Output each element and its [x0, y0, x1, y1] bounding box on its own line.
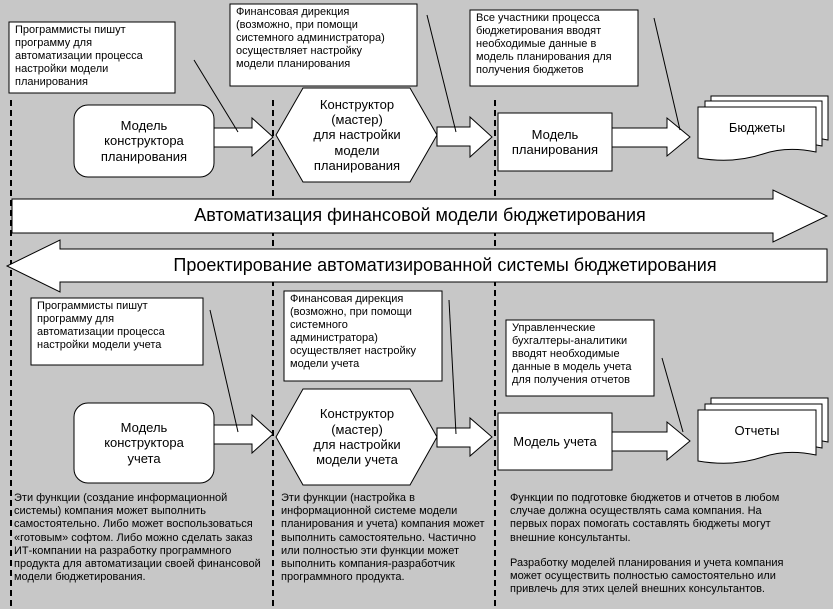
top-model-constructor-label: Модель конструктора планирования	[100, 118, 188, 164]
automation-arrow	[11, 189, 829, 243]
reports-label: Отчеты	[734, 423, 780, 439]
bottom-accounting-model-box	[497, 412, 613, 471]
bottom-note-programmers-text: Программисты пишут программу для автомат…	[37, 300, 165, 351]
bottom-documents-icon	[697, 397, 829, 464]
top-planning-model-box	[497, 112, 613, 172]
top-note-fin-directorate-text: Финансовая дирекция (возможно, при помощ…	[236, 6, 385, 70]
budgets-label: Бюджеты	[728, 120, 786, 136]
bottom-note-accountants-text: Управленческие бухгалтеры-аналитики ввод…	[512, 322, 632, 386]
bottom-row	[30, 290, 829, 486]
bottom-note-fin-directorate	[283, 290, 443, 382]
bottom-note-accountants	[505, 319, 655, 397]
bottom-flow-arrow-2	[436, 416, 493, 458]
description-column-3b: Разработку моделей планирования и учета …	[510, 557, 784, 596]
top-flow-arrow-1	[213, 116, 274, 158]
top-note-participants	[469, 9, 639, 87]
top-row	[8, 3, 829, 183]
top-constructor-hexagon	[275, 87, 438, 183]
bottom-note-fin-directorate-text: Финансовая дирекция (возможно, при помощ…	[290, 293, 417, 370]
bottom-flow-arrow-1	[213, 413, 274, 455]
top-callout-lines	[193, 14, 681, 133]
top-flow-arrow-2	[436, 115, 493, 159]
design-arrow	[5, 239, 828, 293]
column-dividers	[10, 100, 496, 609]
bottom-constructor-label: Конструктор (мастер) для настройки модел…	[313, 406, 401, 468]
top-note-programmers-text: Программисты пишут программу для автомат…	[15, 24, 143, 88]
bottom-flow-arrow-3	[611, 420, 691, 462]
automation-arrow-label: Автоматизация финансовой модели бюджетир…	[194, 205, 646, 225]
top-planning-model-label: Модель планирования	[511, 126, 599, 157]
description-column-3a: Функции по подготовке бюджетов и отчетов…	[510, 492, 780, 544]
bottom-callout-lines	[209, 299, 684, 435]
design-arrow-label: Проектирование автоматизированной систем…	[173, 255, 717, 275]
top-flow-arrow-3	[611, 116, 691, 158]
top-constructor-label: Конструктор (мастер) для настройки модел…	[313, 96, 401, 173]
bottom-model-constructor-label: Модель конструктора учета	[104, 420, 184, 466]
bottom-note-programmers	[30, 297, 204, 366]
top-note-fin-directorate	[229, 3, 418, 87]
top-documents-icon	[697, 95, 829, 161]
description-column-1: Эти функции (создание информационной сис…	[14, 492, 261, 584]
bottom-accounting-model-label: Модель учета	[513, 433, 597, 449]
top-note-participants-text: Все участники процесса бюджетирования вв…	[476, 12, 612, 76]
bottom-constructor-hexagon	[275, 388, 438, 486]
top-note-programmers	[8, 21, 176, 94]
description-column-2: Эти функции (настройка в информационной …	[281, 492, 485, 584]
